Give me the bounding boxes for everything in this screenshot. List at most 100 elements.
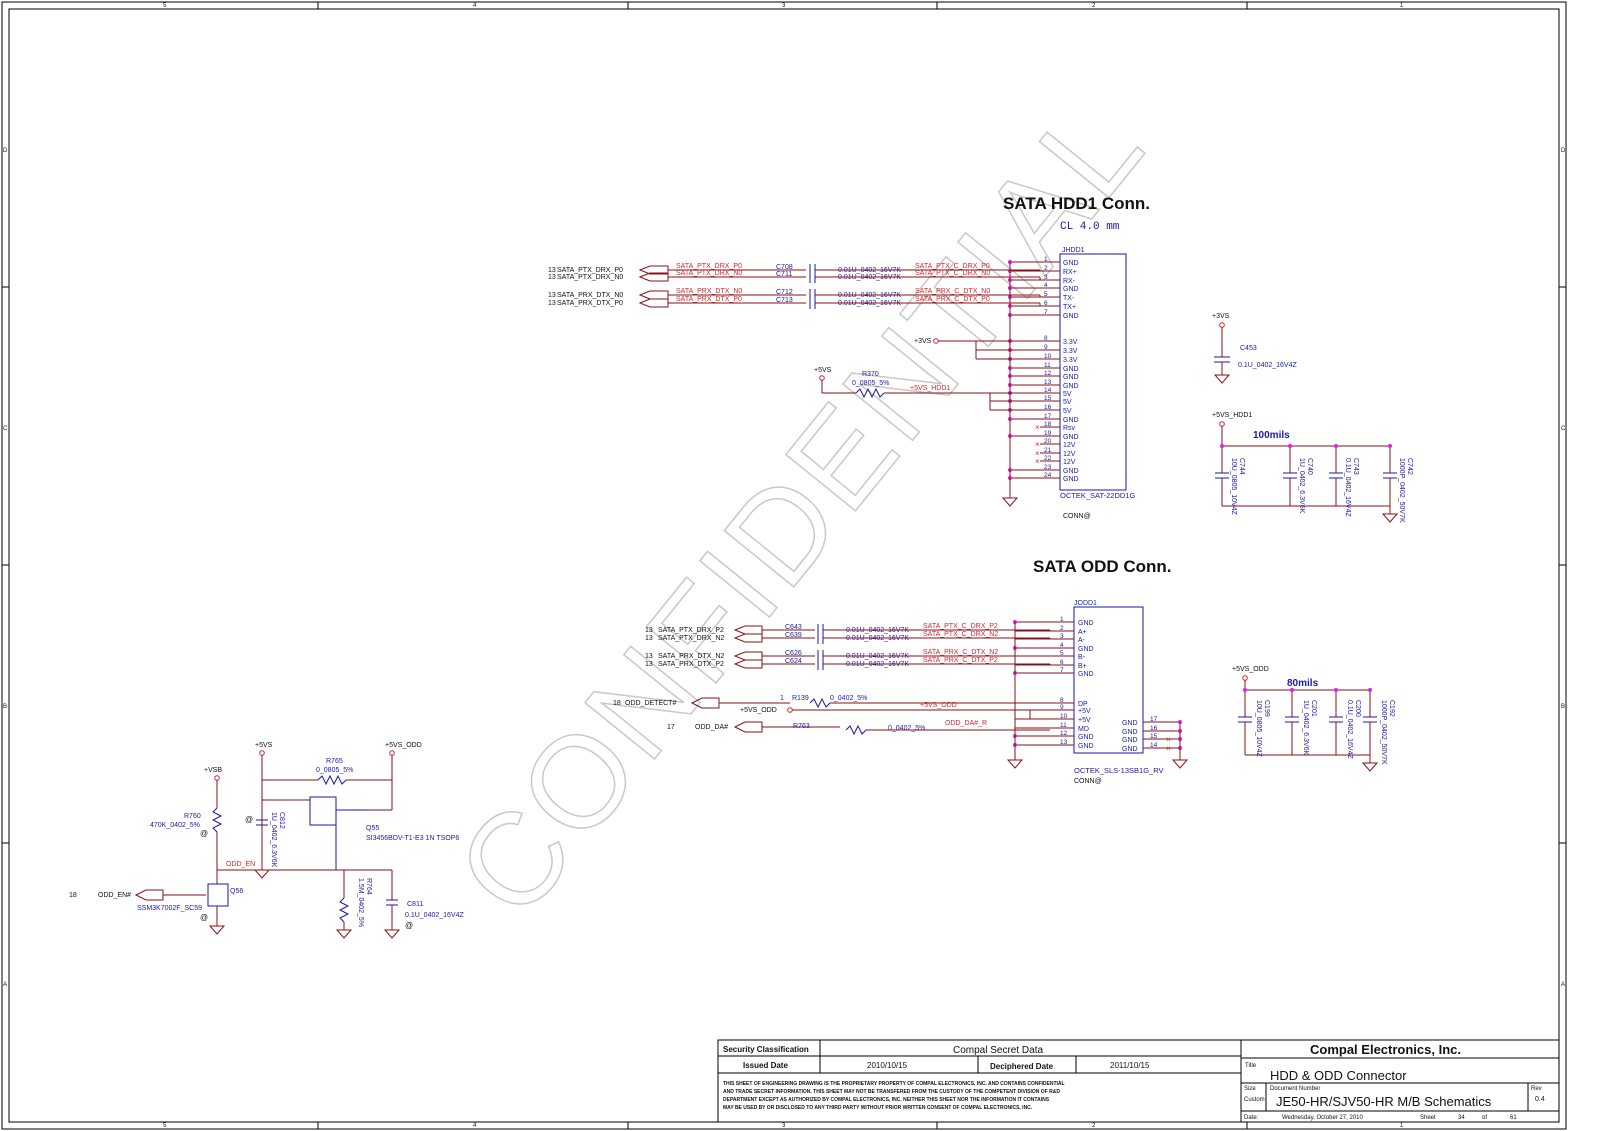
- pin-name: GND: [1063, 476, 1079, 483]
- net-label: SATA_PTX_C_DRX_N2: [923, 631, 998, 638]
- da-sheet: 17: [667, 724, 675, 731]
- pin-number: 14: [1044, 387, 1052, 394]
- issued-label: Issued Date: [743, 1061, 788, 1070]
- no-connect-mark: ×: [1166, 744, 1171, 753]
- odd-title: SATA ODD Conn.: [1033, 557, 1172, 576]
- pin-name: GND: [1063, 374, 1079, 381]
- jodd1-conn: CONN@: [1074, 778, 1102, 785]
- port-label: SATA_PRX_DTX_N2: [658, 653, 724, 660]
- odd-section: SATA ODD Conn. JODD1 OCTEK_SLS-13SB1G_RV…: [613, 557, 1189, 785]
- jodd1-ref: JODD1: [1074, 600, 1097, 607]
- pin-name: MD: [1078, 726, 1089, 733]
- row-label: A: [1561, 982, 1565, 988]
- da-port[interactable]: [733, 721, 763, 733]
- r139-ref: R139: [792, 695, 809, 702]
- pin-name: RX+: [1063, 269, 1077, 276]
- junction-dot: [1220, 444, 1224, 448]
- docnum-label: Document Number: [1270, 1086, 1320, 1092]
- port-label: SATA_PRX_DTX_N0: [557, 292, 623, 299]
- legal-line: DEPARTMENT EXCEPT AS AUTHORIZED BY COMPA…: [723, 1097, 1050, 1103]
- col-label: 1: [1400, 3, 1404, 9]
- c811-ref: C811: [407, 901, 423, 908]
- pwr-5vs: +5VS: [255, 742, 273, 749]
- ground-symbol: [1213, 374, 1231, 384]
- pin-name: A+: [1078, 629, 1087, 636]
- c453-value: 0.1U_0402_16V4Z: [1238, 362, 1297, 369]
- pin-name: GND: [1122, 720, 1138, 727]
- port-label: SATA_PRX_DTX_P2: [658, 661, 724, 668]
- pin-name: GND: [1122, 729, 1138, 736]
- deciphered-date: 2011/10/15: [1110, 1061, 1150, 1070]
- cap-ref: C708: [776, 264, 793, 271]
- pin-number: 15: [1044, 395, 1052, 402]
- no-connect-mark: ×: [1166, 735, 1171, 744]
- net-label: SATA_PRX_C_DTX_N0: [915, 288, 990, 295]
- pin-name: 12V: [1063, 451, 1076, 458]
- jodd1-pins: 1GND2A+3A-4GND5B-6B+7GND8DP9+5V10+5V11MD…: [1013, 616, 1182, 753]
- legal-line: THIS SHEET OF ENGINEERING DRAWING IS THE…: [723, 1081, 1065, 1087]
- no-connect-mark: ×: [1035, 457, 1040, 466]
- r764-value: 1.5M_0402_5%: [357, 878, 364, 927]
- title-label: Title: [1245, 1063, 1257, 1069]
- cap-value: 10U_0805_10V4Z: [1230, 458, 1237, 516]
- rev-label: Rev: [1531, 1086, 1542, 1092]
- pin-name: GND: [1063, 366, 1079, 373]
- jhdd1-part: OCTEK_SAT-22DD1G: [1060, 491, 1135, 500]
- pin-number: 1: [1044, 256, 1048, 263]
- port-sheet: 13: [645, 635, 653, 642]
- pin-name: DP: [1078, 701, 1088, 708]
- of-label: of: [1482, 1115, 1487, 1121]
- ground-symbol: [253, 869, 271, 879]
- port-sheet: 13: [548, 300, 556, 307]
- jhdd1-pins: 1GND2RX+3RX-4GND5TX-6TX+7GND83.3V93.3V10…: [1008, 256, 1079, 483]
- ground-symbol: [335, 929, 353, 939]
- pin-number: 10: [1060, 713, 1068, 720]
- c453-ref: C453: [1240, 345, 1257, 352]
- en-port[interactable]: [134, 889, 164, 901]
- hdd-section: SATA HDD1 Conn. CL 4.0 mm JHDD1 OCTEK_SA…: [548, 194, 1150, 520]
- port-label: SATA_PTX_DRX_N2: [658, 635, 724, 642]
- detect-sheet: 18: [613, 700, 621, 707]
- q55-part: SI3456BDV-T1-E3 1N TSOP6: [366, 835, 459, 842]
- odd-cap-rail: +5VS_ODD: [1232, 666, 1269, 673]
- c812-ref: C812: [278, 812, 285, 829]
- col-label: 2: [1092, 1123, 1096, 1129]
- pwr-5vsodd: +5VS_ODD: [385, 742, 422, 749]
- port-flag: [638, 290, 669, 300]
- col-label: 4: [473, 1123, 477, 1129]
- sheet-label: Sheet: [1420, 1115, 1436, 1121]
- port-sheet: 13: [548, 274, 556, 281]
- row-label: D: [3, 148, 8, 154]
- pin-name: GND: [1063, 313, 1079, 320]
- detect-label: ODD_DETECT#: [625, 700, 676, 707]
- pin-name: +5V: [1078, 708, 1091, 715]
- col-label: 4: [473, 3, 477, 9]
- pin-name: B-: [1078, 654, 1086, 661]
- net-label: SATA_PTX_C_DRX_P2: [923, 623, 998, 630]
- cap-value: 1U_0402_6.3V6K: [1302, 700, 1309, 756]
- pin-name: +5V: [1078, 717, 1091, 724]
- cap-value: 0.1U_0402_16V4Z: [1346, 700, 1353, 759]
- q56-part: SSM3K7002F_SC59: [137, 905, 202, 912]
- junction-dot: [1243, 688, 1247, 692]
- pin-number: 11: [1060, 722, 1067, 729]
- cap-value: 0.1U_0402_16V4Z: [1344, 458, 1351, 517]
- pin-name: 5V: [1063, 399, 1072, 406]
- port-sheet: 13: [645, 627, 653, 634]
- hdd-bypass-caps: +3VS C453 0.1U_0402_16V4Z +5VS_HDD1 100m…: [1212, 313, 1413, 523]
- pwr-vsb: +VSB: [204, 767, 222, 774]
- at-mark: @: [405, 921, 413, 930]
- cap-value: 1000P_0402_50V7K: [1380, 700, 1387, 765]
- pin-number: 13: [1060, 739, 1068, 746]
- da-label: ODD_DA#: [695, 724, 728, 731]
- pin-number: 12: [1060, 730, 1068, 737]
- port-sheet: 13: [645, 661, 653, 668]
- junction-dot: [1334, 444, 1338, 448]
- row-label: C: [3, 426, 8, 432]
- pin-number: 5: [1044, 291, 1048, 298]
- cap-ref: C201: [1310, 700, 1317, 717]
- row-label: A: [3, 982, 7, 988]
- date-label: Date:: [1244, 1115, 1259, 1121]
- pin-name: GND: [1078, 671, 1094, 678]
- hdd-5v-net: +5VS_HDD1: [910, 385, 950, 392]
